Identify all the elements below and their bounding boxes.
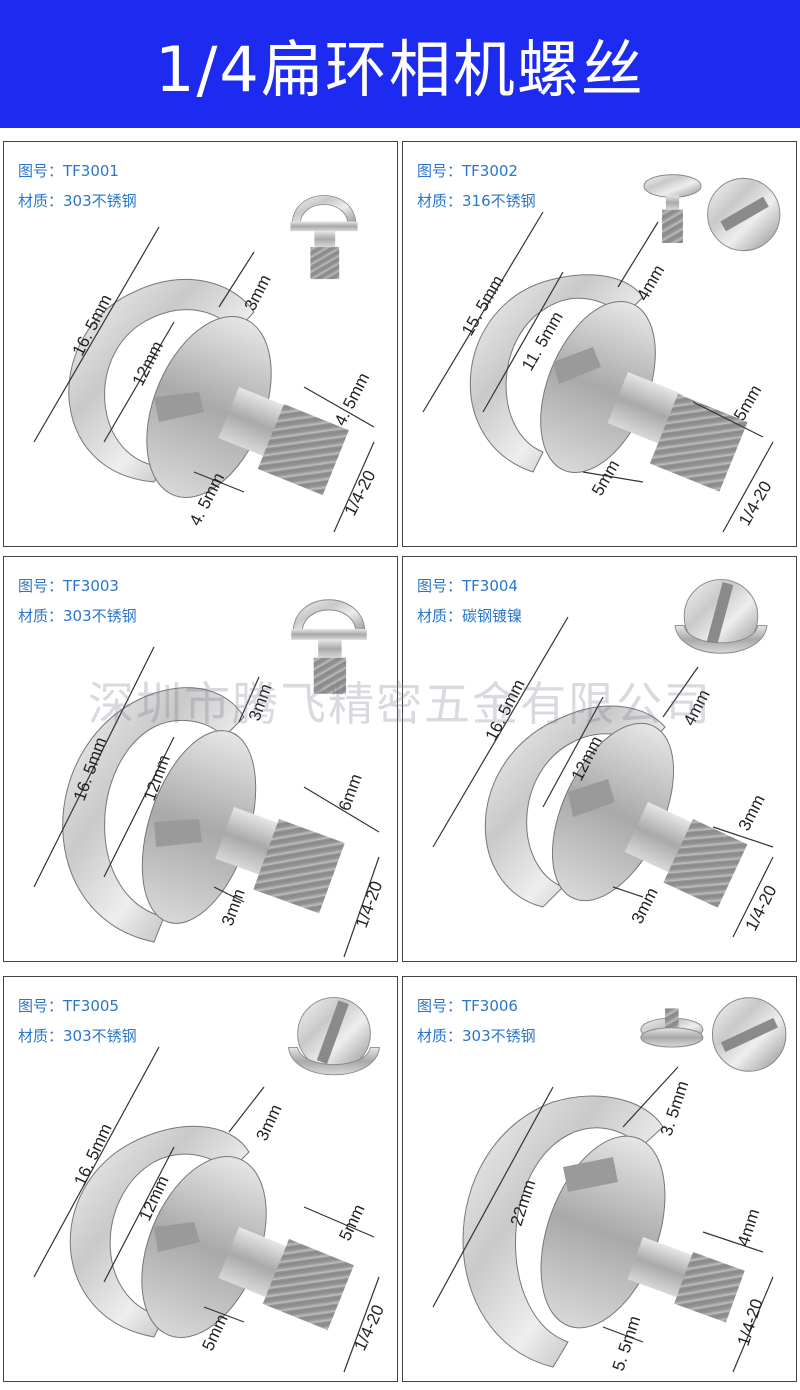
dim-shank-length: 5. 5mm <box>609 1313 645 1373</box>
dim-shank-length: 3mm <box>628 885 662 927</box>
product-info: 图号：TF3006 材质：303不锈钢 <box>417 991 536 1051</box>
dim-thread-length: 5mm <box>730 382 765 424</box>
drawing-number: 图号：TF3005 <box>18 997 119 1015</box>
screw-inset-photo <box>291 599 367 694</box>
product-info: 图号：TF3005 材质：303不锈钢 <box>18 991 137 1051</box>
product-info: 图号：TF3003 材质：303不锈钢 <box>18 571 137 631</box>
material-label: 材质：316不锈钢 <box>417 192 536 210</box>
product-card-tf3005: 图号：TF3005 材质：303不锈钢 16. 5mm 12mm 3mm 5mm… <box>3 976 398 1382</box>
drawing-number: 图号：TF3004 <box>417 577 518 595</box>
dim-ring-thickness: 3mm <box>241 272 275 314</box>
drawing-number: 图号：TF3003 <box>18 577 119 595</box>
material-label: 材质：303不锈钢 <box>18 192 137 210</box>
dim-thread-spec: 1/4-20 <box>350 1302 388 1354</box>
screw-inset-photo <box>640 997 787 1072</box>
dim-thread-spec: 1/4-20 <box>352 879 386 931</box>
dim-ring-thickness: 3mm <box>245 681 276 723</box>
dim-thread-length: 6mm <box>335 771 366 813</box>
material-label: 材质：303不锈钢 <box>18 607 137 625</box>
product-info: 图号：TF3004 材质：碳钢镀镍 <box>417 571 522 631</box>
material-label: 材质：303不锈钢 <box>417 1027 536 1045</box>
screw-photo: 16. 5mm 12mm 4mm 3mm 3mm 1/4-20 <box>432 616 780 938</box>
product-info: 图号：TF3002 材质：316不锈钢 <box>417 156 536 216</box>
title-banner: 1/4扁环相机螺丝 <box>0 0 800 128</box>
product-card-tf3002: 图号：TF3002 材质：316不锈钢 15. 5mm 11. 5mm 4mm … <box>402 141 797 547</box>
drawing-number: 图号：TF3002 <box>417 162 518 180</box>
screw-inset-photo <box>643 174 781 252</box>
material-label: 材质：303不锈钢 <box>18 1027 137 1045</box>
dim-thread-spec: 1/4-20 <box>735 478 776 529</box>
drawing-number: 图号：TF3006 <box>417 997 518 1015</box>
product-card-tf3006: 图号：TF3006 材质：303不锈钢 22mm 3. 5mm 4mm 5. 5… <box>402 976 797 1382</box>
dim-thread-spec: 1/4-20 <box>734 1297 767 1349</box>
dim-thread-length: 4mm <box>734 1206 764 1248</box>
dim-ring-thickness: 4mm <box>680 687 714 729</box>
dim-ring-thickness: 3mm <box>252 1101 285 1143</box>
product-card-tf3003: 图号：TF3003 材质：303不锈钢 16. 5mm 12mm 3mm 6mm… <box>3 556 398 962</box>
dim-shank-length: 3mm <box>218 886 249 928</box>
product-card-tf3004: 图号：TF3004 材质：碳钢镀镍 16. 5mm 12mm 4mm 3mm 3… <box>402 556 797 962</box>
screw-photo: 22mm 3. 5mm 4mm 5. 5mm 1/4-20 <box>432 1066 774 1373</box>
dim-ring-outer: 16. 5mm <box>482 676 529 744</box>
screw-photo: 16. 5mm 12mm 3mm 6mm 3mm 1/4-20 <box>33 646 386 958</box>
dim-thread-length: 4. 5mm <box>331 370 374 429</box>
product-card-tf3001: 图号：TF3001 材质：303不锈钢 16. 5mm 12mm 3mm 4. … <box>3 141 398 547</box>
dim-ring-thickness: 4mm <box>633 262 668 304</box>
dim-thread-length: 3mm <box>735 792 769 834</box>
screw-photo: 16. 5mm 12mm 3mm 4. 5mm 4. 5mm 1/4-20 <box>33 226 380 533</box>
dim-thread-spec: 1/4-20 <box>341 467 380 519</box>
screw-inset-photo <box>674 579 768 654</box>
page-title: 1/4扁环相机螺丝 <box>155 33 645 106</box>
screw-inset-photo <box>290 195 358 280</box>
screw-inset-photo <box>288 997 380 1076</box>
drawing-number: 图号：TF3001 <box>18 162 119 180</box>
product-info: 图号：TF3001 材质：303不锈钢 <box>18 156 137 216</box>
material-label: 材质：碳钢镀镍 <box>417 607 523 625</box>
screw-photo: 15. 5mm 11. 5mm 4mm 5mm 5mm 1/4-20 <box>422 211 776 533</box>
screw-photo: 16. 5mm 12mm 3mm 5mm 5mm 1/4-20 <box>33 1046 388 1373</box>
dim-ring-thickness: 3. 5mm <box>657 1078 693 1138</box>
